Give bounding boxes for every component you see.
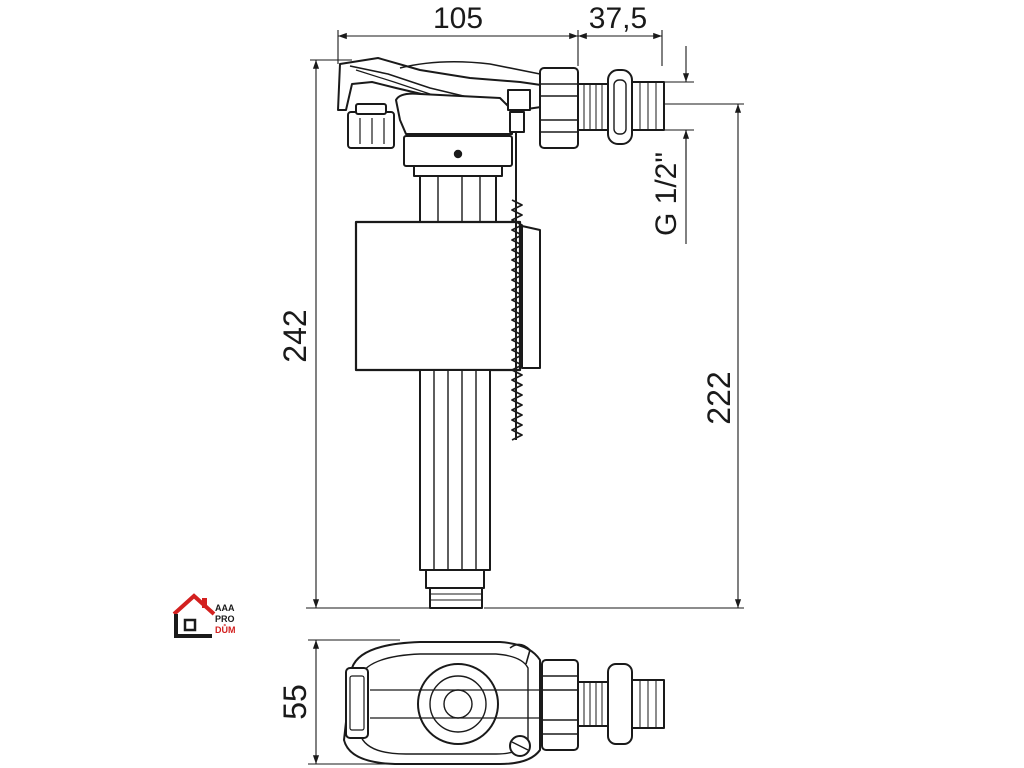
dim-thread: G 1/2": [650, 152, 683, 236]
dim-height-total: 242: [277, 309, 313, 362]
logo-line2: PRO: [215, 614, 235, 624]
dim-depth-bottom: 55: [277, 684, 313, 720]
fill-valve-top-view: [343, 641, 665, 765]
logo-line3: DŮM: [215, 624, 236, 635]
aaa-pro-dum-logo: AAA PRO DŮM: [172, 593, 236, 638]
dim-height-inlet: 222: [701, 371, 737, 424]
logo-line1: AAA: [215, 603, 235, 613]
dimension-lines: [306, 30, 744, 765]
dim-width-top: 105: [433, 2, 483, 35]
dim-width-inlet: 37,5: [589, 2, 647, 35]
fill-valve-side-view: [337, 57, 665, 609]
